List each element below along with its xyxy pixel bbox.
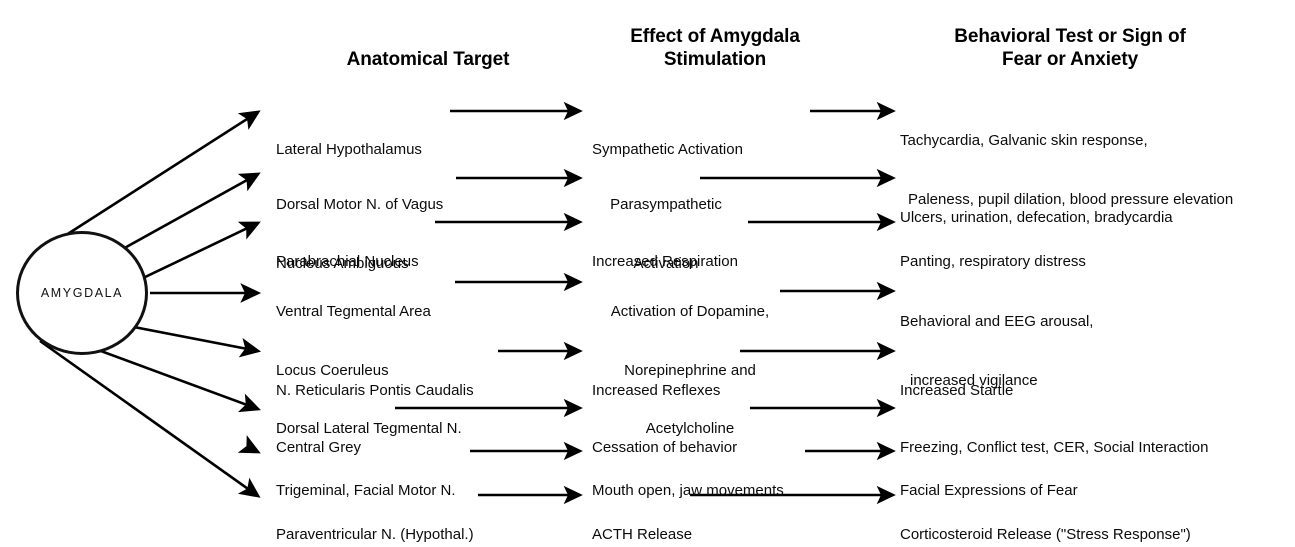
cell-line: Central Grey <box>276 439 362 456</box>
cell-line: increased vigilance <box>910 371 1038 389</box>
cell-line: N. Reticularis Pontis Caudalis <box>276 382 474 399</box>
cell-line: Freezing, Conflict test, CER, Social Int… <box>900 439 1209 456</box>
cell-line: Tachycardia, Galvanic skin response, <box>900 132 1148 149</box>
cell-line: Trigeminal, Facial Motor N. <box>276 482 456 499</box>
cell-line: Activation <box>633 254 699 272</box>
anatomical-target-row-6: Central Grey <box>276 399 361 497</box>
effect-row-5: Increased Reflexes <box>592 342 720 440</box>
cell-line: Panting, respiratory distress <box>900 253 1086 270</box>
column-header-anatomical-target: Anatomical Target <box>268 48 588 71</box>
amygdala-node: AMYGDALA <box>16 231 148 355</box>
cell-line: Locus Coeruleus <box>276 361 389 379</box>
cell-line: Acetylcholine <box>645 420 735 437</box>
header-line-1: Behavioral Test or Sign of <box>954 26 1186 47</box>
cell-line: Cessation of behavior <box>592 439 738 456</box>
fan-arrow-row-8 <box>39 339 261 498</box>
cell-line: Increased Respiration <box>592 253 738 270</box>
behavior-row-3: Panting, respiratory distress <box>900 213 1086 311</box>
fan-arrow-row-1 <box>37 110 261 255</box>
behavior-row-5: Increased Startle <box>900 342 1013 440</box>
behavior-row-1: Tachycardia, Galvanic skin response, Pal… <box>900 92 1233 248</box>
cell-line: Paleness, pupil dilation, blood pressure… <box>908 190 1234 208</box>
cell-line: Corticosteroid Release ("Stress Response… <box>900 526 1191 543</box>
effect-row-7: Mouth open, jaw movements <box>592 442 784 540</box>
effect-row-1: Sympathetic Activation <box>592 101 743 199</box>
behavior-row-7: Facial Expressions of Fear <box>900 442 1078 540</box>
effect-row-6: Cessation of behavior <box>592 399 737 497</box>
cell-line: Behavioral and EEG arousal, <box>900 313 1094 330</box>
cell-line: Parabrachial Nucleus <box>276 253 419 270</box>
anatomical-target-row-2: Dorsal Motor N. of Vagus Nucleus Ambiguo… <box>276 156 443 312</box>
behavior-row-8: Corticosteroid Release ("Stress Response… <box>900 486 1191 547</box>
header-line-2: Stimulation <box>663 49 767 70</box>
anatomical-target-row-4: Ventral Tegmental Area Locus Coeruleus D… <box>276 263 462 478</box>
cell-line: Increased Reflexes <box>592 382 721 399</box>
cell-line: Ventral Tegmental Area <box>276 303 431 320</box>
cell-line: Ulcers, urination, defecation, bradycard… <box>900 209 1173 226</box>
behavior-row-4: Behavioral and EEG arousal, increased vi… <box>900 273 1093 429</box>
header-line-1: Effect of Amygdala <box>630 26 800 47</box>
cell-line: Increased Startle <box>900 382 1014 399</box>
cell-line: Activation of Dopamine, <box>610 303 770 320</box>
cell-line: Mouth open, jaw movements <box>592 482 784 499</box>
cell-line: Sympathetic Activation <box>592 141 743 158</box>
cell-line: Nucleus Ambiguous <box>276 254 409 272</box>
cell-line: Dorsal Lateral Tegmental N. <box>276 420 462 437</box>
anatomical-target-row-8: Paraventricular N. (Hypothal.) <box>276 486 474 547</box>
behavior-row-6: Freezing, Conflict test, CER, Social Int… <box>900 399 1208 497</box>
effect-row-3: Increased Respiration <box>592 213 738 311</box>
cell-line: Facial Expressions of Fear <box>900 482 1078 499</box>
amygdala-node-label: AMYGDALA <box>40 286 124 300</box>
cell-line: Lateral Hypothalamus <box>276 141 422 158</box>
cell-line: Parasympathetic <box>610 196 722 213</box>
column-header-effect-of-amygdala-stimulation: Effect of Amygdala Stimulation <box>565 25 865 71</box>
cell-line: Norepinephrine and <box>624 361 756 379</box>
column-header-behavioral-test-or-sign: Behavioral Test or Sign of Fear or Anxie… <box>855 25 1285 71</box>
anatomical-target-row-3: Parabrachial Nucleus <box>276 213 419 311</box>
header-line-1: Anatomical Target <box>346 49 510 70</box>
anatomical-target-row-7: Trigeminal, Facial Motor N. <box>276 442 456 540</box>
behavior-row-2: Ulcers, urination, defecation, bradycard… <box>900 169 1173 267</box>
anatomical-target-row-1: Lateral Hypothalamus <box>276 101 422 199</box>
header-line-2: Fear or Anxiety <box>1001 49 1139 70</box>
effect-row-2: Parasympathetic Activation <box>592 156 740 312</box>
cell-line: ACTH Release <box>592 526 693 543</box>
effect-row-8: ACTH Release <box>592 486 692 547</box>
anatomical-target-row-5: N. Reticularis Pontis Caudalis <box>276 342 474 440</box>
cell-line: Paraventricular N. (Hypothal.) <box>276 526 474 543</box>
cell-line: Dorsal Motor N. of Vagus <box>276 196 444 213</box>
effect-row-4: Activation of Dopamine, Norepinephrine a… <box>592 263 788 478</box>
